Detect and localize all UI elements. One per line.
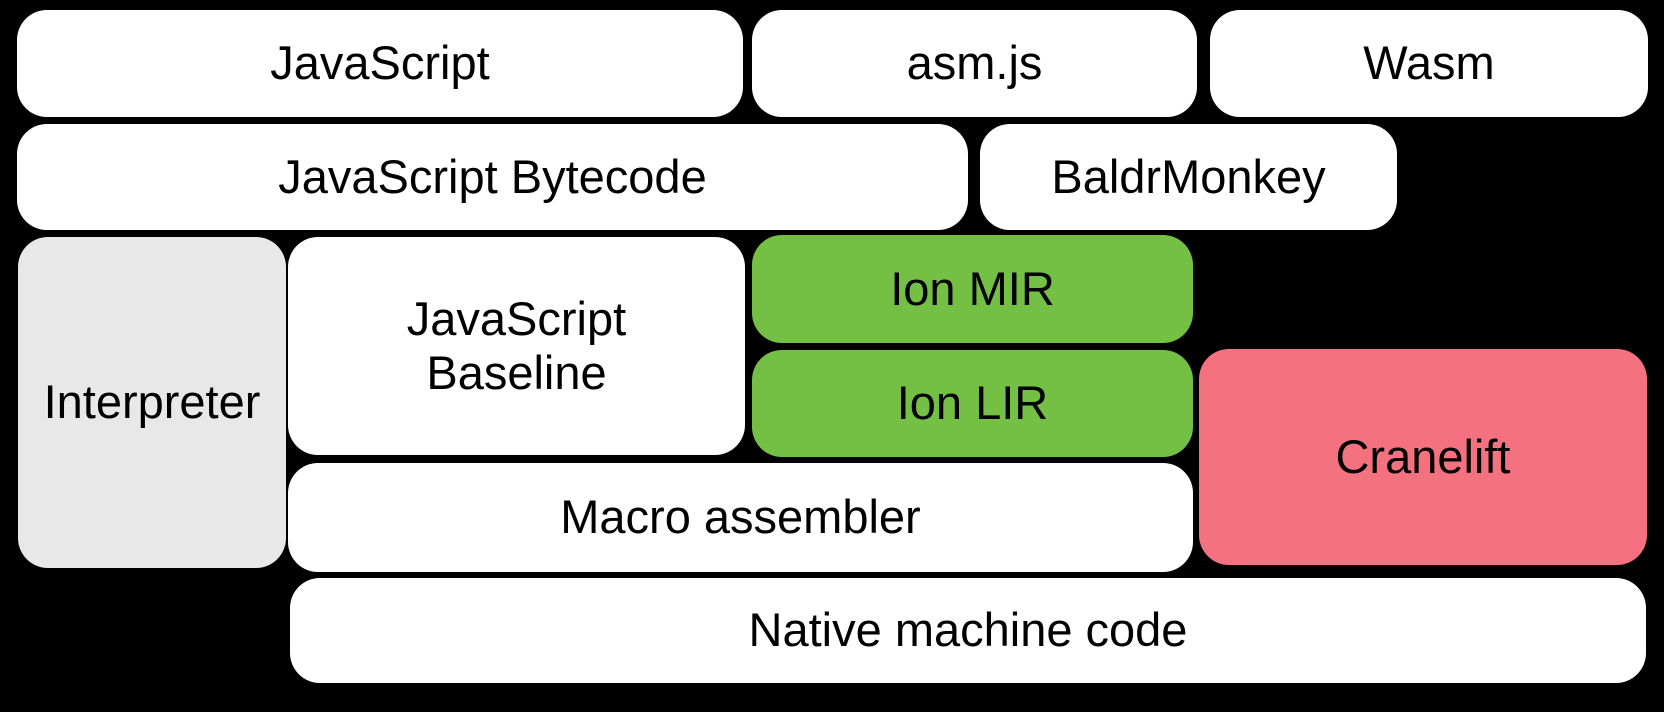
ion-lir-box: Ion LIR	[752, 350, 1193, 457]
ion-mir-box: Ion MIR	[752, 235, 1193, 343]
javascript-baseline-box: JavaScript Baseline	[288, 237, 745, 455]
native-machine-code-box: Native machine code	[290, 578, 1646, 683]
javascript-bytecode-box: JavaScript Bytecode	[17, 124, 968, 230]
javascript-bytecode-label: JavaScript Bytecode	[278, 149, 707, 203]
javascript-baseline-label-line2: Baseline	[426, 346, 607, 399]
cranelift-box: Cranelift	[1199, 349, 1647, 565]
wasm-box: Wasm	[1210, 10, 1648, 117]
wasm-label: Wasm	[1363, 36, 1495, 90]
javascript-box: JavaScript	[17, 10, 743, 117]
native-machine-code-label: Native machine code	[748, 603, 1188, 657]
asmjs-box: asm.js	[752, 10, 1197, 117]
asmjs-label: asm.js	[906, 36, 1043, 90]
javascript-baseline-label-line1: JavaScript	[406, 291, 627, 345]
ion-lir-label: Ion LIR	[896, 376, 1049, 430]
javascript-label: JavaScript	[270, 36, 490, 90]
baldrmonkey-box: BaldrMonkey	[980, 124, 1397, 230]
macro-assembler-box: Macro assembler	[288, 463, 1193, 572]
macro-assembler-label: Macro assembler	[560, 490, 921, 544]
cranelift-label: Cranelift	[1335, 429, 1511, 483]
interpreter-label: Interpreter	[43, 375, 261, 429]
interpreter-box: Interpreter	[18, 237, 286, 568]
baldrmonkey-label: BaldrMonkey	[1051, 149, 1326, 203]
ion-mir-label: Ion MIR	[890, 261, 1055, 315]
